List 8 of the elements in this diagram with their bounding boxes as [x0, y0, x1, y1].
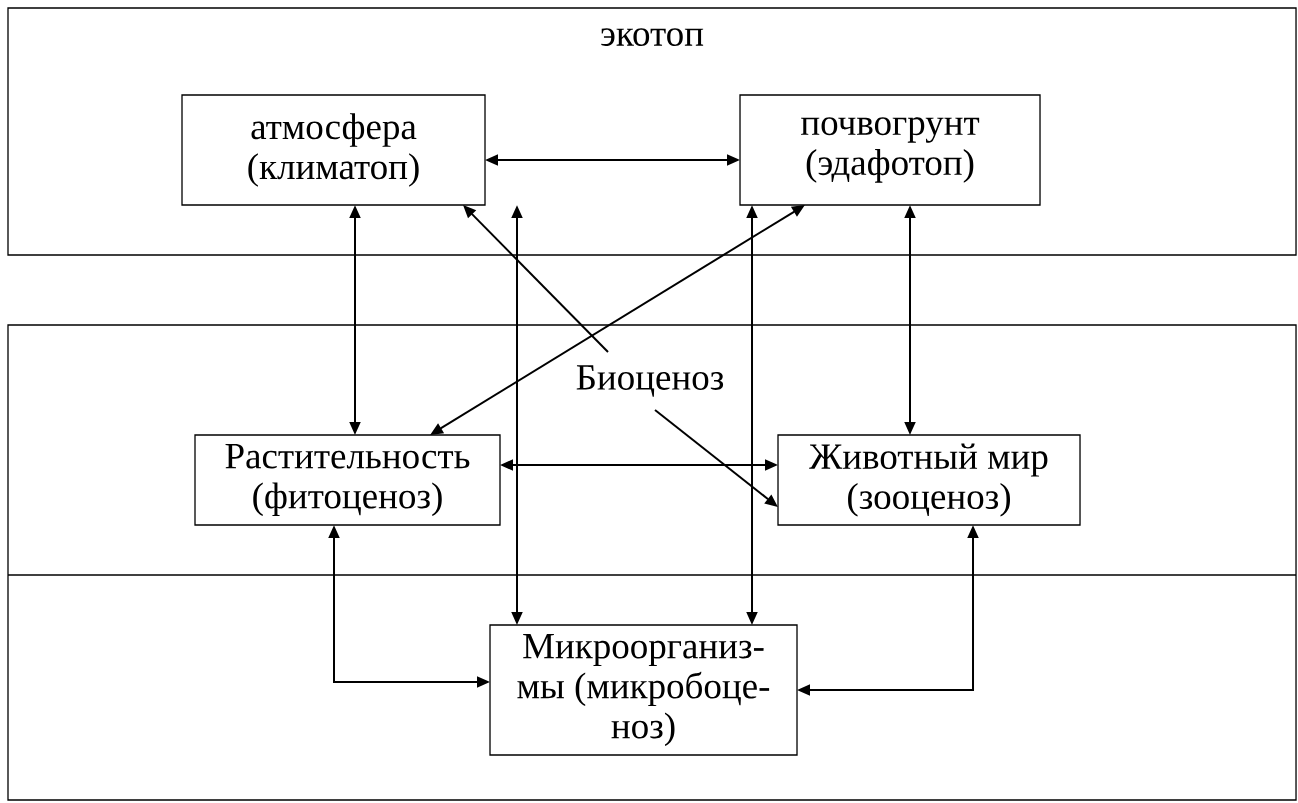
process-box: атмосфера (климатоп) [181, 94, 486, 206]
biocenosis-band [7, 324, 1297, 801]
process-box: Животный мир (зооценоз) [777, 434, 1081, 526]
process-box: Растительность (фитоценоз) [194, 434, 501, 526]
process-box: Микроорганиз- мы (микробоце- ноз) [489, 624, 798, 756]
group-label: Биоценоз [576, 365, 724, 397]
arrow [463, 205, 609, 353]
process-box: почвогрунт (эдафотоп) [739, 94, 1041, 206]
